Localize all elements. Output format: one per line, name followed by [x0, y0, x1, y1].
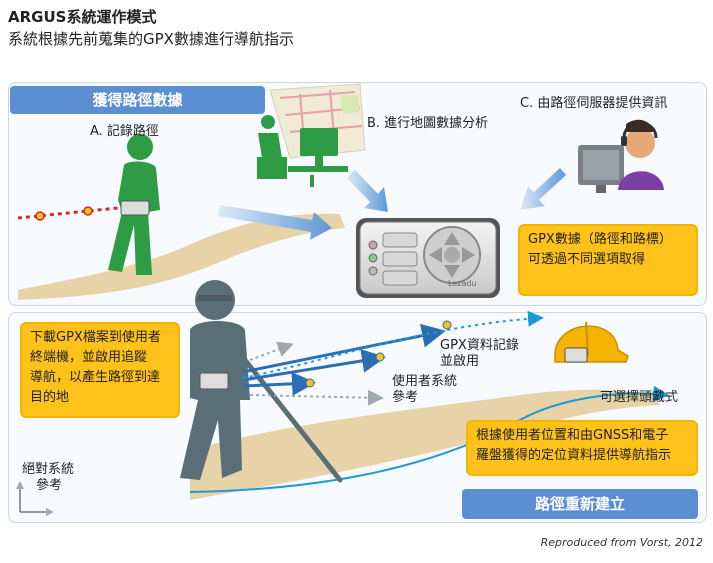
section-rebuild-label: 路徑重新建立	[462, 489, 698, 519]
trail-bottom	[190, 389, 660, 500]
trail-top	[18, 213, 345, 300]
axis-icon	[16, 481, 54, 516]
download-box-line: 導航，以產生路徑到達	[30, 370, 161, 385]
navigation-box: 根據使用者位置和由GNSS和電子 羅盤獲得的定位資料提供導航指示	[466, 420, 698, 476]
device-brand: Lezadu	[448, 279, 477, 288]
waypoint	[35, 211, 45, 221]
gpx-data-box: GPX數據（路徑和路標） 可透過不同選項取得	[518, 224, 698, 296]
absolute-ref-line: 參考	[36, 478, 63, 493]
blind-person-cane-icon	[180, 280, 343, 483]
recorded-path	[17, 206, 119, 220]
absolute-ref-line: 絕對系統	[22, 462, 75, 477]
step-a-label: A. 記錄路徑	[90, 124, 159, 139]
page-subtitle: 系統根據先前蒐集的GPX數據進行導航指示	[8, 30, 294, 48]
waypoint	[83, 206, 93, 216]
arrow-user-ref	[242, 371, 316, 396]
gps-device-icon	[356, 218, 500, 298]
absolute-ref-label: 絕對系統 參考	[22, 462, 74, 494]
step-c-label: C. 由路徑伺服器提供資訊	[520, 96, 668, 111]
arrow-dotted-route	[242, 310, 544, 379]
credit: Reproduced from Vorst, 2012	[540, 536, 703, 549]
arrow-from-server	[520, 168, 566, 210]
arrow-from-map	[347, 170, 388, 212]
computer-user-icon	[257, 115, 348, 187]
operator-headset-icon	[578, 119, 664, 193]
step-b-label: B. 進行地圖數據分析	[367, 116, 489, 131]
download-box: 下載GPX檔案到使用者 終端機，並啟用追蹤 導航，以產生路徑到達 目的地	[20, 322, 180, 418]
headwear-label: 可選擇頭戴式	[600, 390, 679, 405]
nav-box-line: 羅盤獲得的定位資料提供導航指示	[476, 448, 672, 463]
arrow-mid	[242, 349, 386, 382]
user-ref-line: 使用者系統	[392, 374, 458, 389]
waypoint	[442, 320, 452, 330]
waypoint	[375, 352, 385, 362]
walking-person-icon	[108, 134, 160, 275]
arrow-grey-down	[249, 389, 384, 406]
helmet-icon	[554, 321, 629, 363]
download-box-line: 終端機，並啟用追蹤	[30, 350, 148, 365]
map-icon	[269, 83, 366, 159]
arrow-grey-up	[249, 341, 294, 361]
page-title: ARGUS系統運作模式	[8, 8, 157, 26]
user-ref-line: 參考	[392, 390, 419, 405]
download-box-line: 下載GPX檔案到使用者	[30, 330, 161, 345]
waypoint	[305, 378, 315, 388]
arrow-gpx	[242, 323, 446, 374]
arrow-from-walker	[218, 205, 332, 240]
gpx-record-line: 並啟用	[440, 354, 480, 369]
nav-box-line: 根據使用者位置和由GNSS和電子	[476, 428, 669, 443]
section-acquire-label: 獲得路徑數據	[10, 86, 265, 114]
download-box-line: 目的地	[30, 390, 70, 405]
gpx-record-label: GPX資料記錄 並啟用	[440, 338, 519, 370]
gpx-record-line: GPX資料記錄	[440, 338, 519, 353]
gpx-box-line: 可透過不同選項取得	[528, 252, 646, 267]
gpx-box-line: GPX數據（路徑和路標）	[528, 232, 672, 247]
user-ref-label: 使用者系統 參考	[392, 374, 457, 406]
